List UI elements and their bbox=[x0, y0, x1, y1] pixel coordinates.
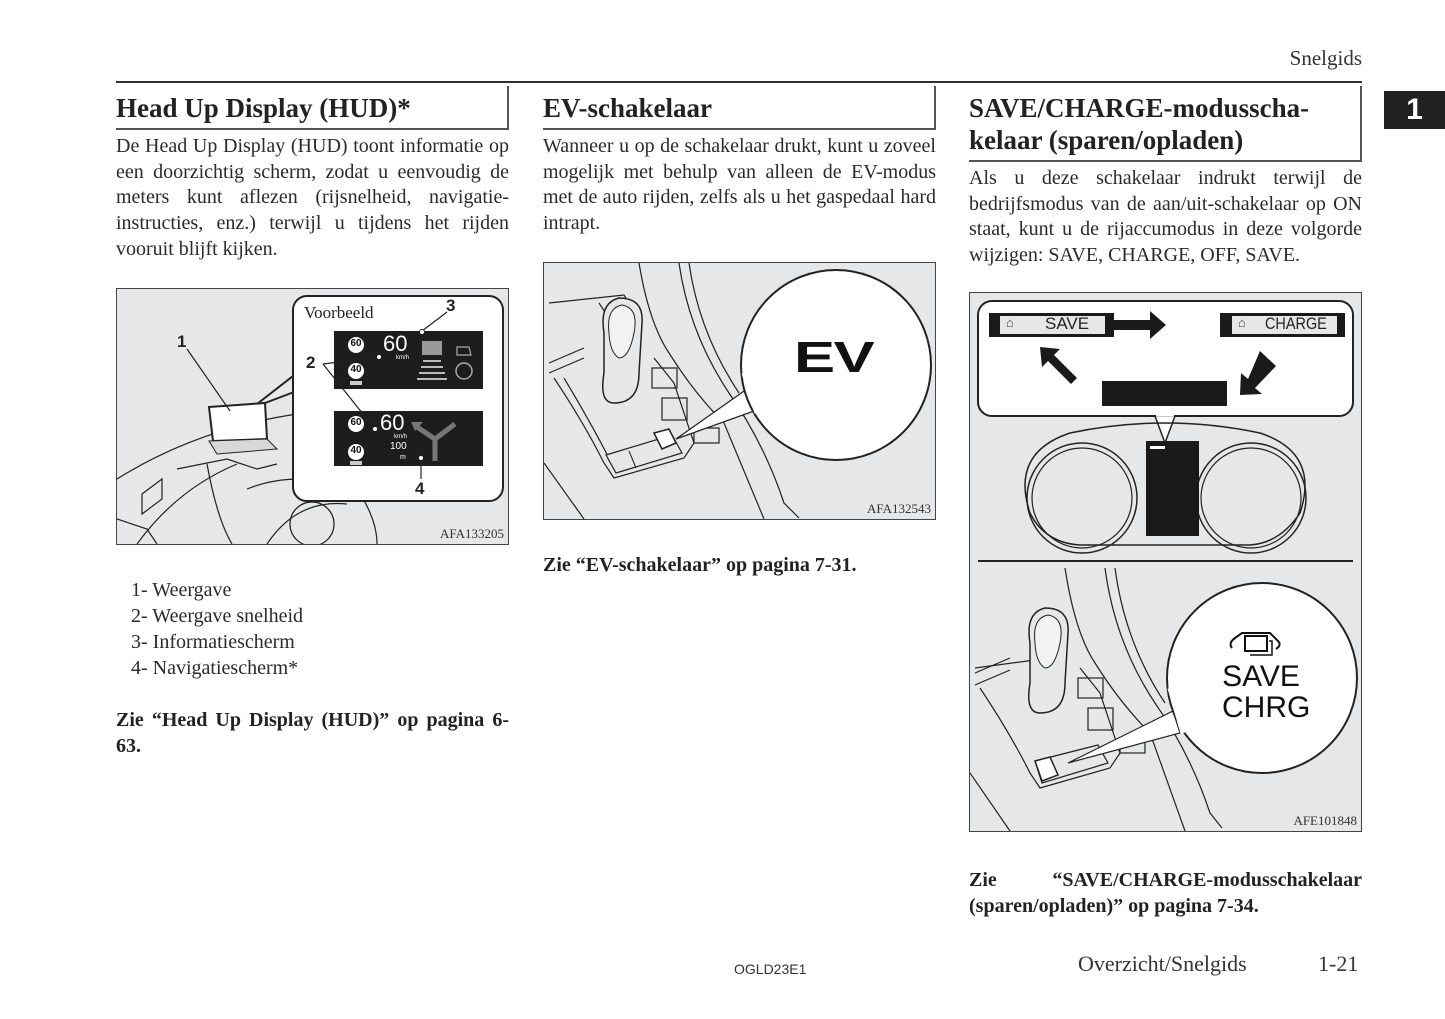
section-ev: EV-schakelaar Wanneer u op de schakelaar… bbox=[543, 86, 936, 237]
section-body: Als u deze schakelaar indrukt terwijl de… bbox=[969, 167, 1362, 267]
inset-label: Voorbeeld bbox=[304, 303, 374, 322]
figure-save-charge: SAVE CHARGE ⌂ ⌂ SAVE CHRG AFE101848 bbox=[969, 292, 1362, 832]
callout-1: 1 bbox=[177, 332, 187, 351]
hud-speed: 60 bbox=[383, 331, 408, 356]
legend-item: 4- Navigatiescherm* bbox=[131, 657, 299, 679]
hud-speed-unit: km/h bbox=[394, 434, 408, 440]
car-battery-icon: ⌂ bbox=[1238, 315, 1246, 330]
hud-speed: 60 bbox=[380, 410, 405, 435]
figure-legend: 1- Weergave 2- Weergave snelheid 3- Info… bbox=[116, 577, 509, 681]
section-save-charge: SAVE/CHARGE-modusscha- kelaar (sparen/op… bbox=[969, 86, 1362, 269]
hud-illustration bbox=[117, 295, 504, 544]
document-code: OGLD23E1 bbox=[734, 961, 807, 977]
save-charge-illustration bbox=[970, 300, 1358, 831]
top-rule bbox=[116, 81, 1362, 83]
figure-code: AFA133205 bbox=[439, 526, 504, 541]
figure-code: AFA132543 bbox=[866, 501, 931, 516]
section-body: De Head Up Display (HUD) toont informati… bbox=[116, 135, 509, 260]
save-charge-switch-label: SAVE CHRG bbox=[1222, 660, 1311, 724]
limit-sign: 60 bbox=[350, 417, 362, 428]
legend-item: 2- Weergave snelheid bbox=[131, 605, 304, 627]
section-body: Wanneer u op de schakelaar drukt, kunt u… bbox=[543, 135, 936, 235]
car-battery-icon: ⌂ bbox=[1006, 315, 1014, 330]
page-reference-link[interactable]: Zie “Head Up Display (HUD)” op pagina 6-… bbox=[116, 709, 509, 757]
section-title: SAVE/CHARGE-modusscha- kelaar (sparen/op… bbox=[969, 86, 1362, 162]
callout-2: 2 bbox=[306, 353, 316, 372]
section-title: Head Up Display (HUD)* bbox=[116, 86, 509, 130]
chapter-tab: 1 bbox=[1384, 91, 1445, 129]
section-title-line: kelaar (sparen/opladen) bbox=[969, 125, 1244, 155]
nav-distance-unit: m bbox=[400, 454, 406, 461]
section-title: EV-schakelaar bbox=[543, 86, 936, 130]
mode-charge-label: CHARGE bbox=[1265, 314, 1327, 333]
running-head: Snelgids bbox=[1289, 46, 1362, 70]
callout-4: 4 bbox=[415, 479, 425, 498]
legend-item: 3- Informatiescherm bbox=[131, 631, 295, 653]
ev-console-illustration bbox=[544, 263, 932, 519]
next-limit-sign: 40 bbox=[350, 364, 362, 375]
nav-distance: 100 bbox=[390, 441, 407, 452]
section-hud: Head Up Display (HUD)* De Head Up Displa… bbox=[116, 86, 509, 263]
next-limit-sign: 40 bbox=[350, 445, 362, 456]
mode-save-label: SAVE bbox=[1045, 314, 1090, 333]
limit-sign: 60 bbox=[350, 338, 362, 349]
ev-switch-label: EV bbox=[794, 333, 875, 382]
figure-hud: Voorbeeld 1 2 3 4 60 40 60 km/h 60 40 60… bbox=[116, 288, 509, 545]
switch-label-line: SAVE bbox=[1222, 660, 1300, 693]
section-title-line: SAVE/CHARGE-modusscha- bbox=[969, 93, 1310, 123]
page-number: 1-21 bbox=[1318, 951, 1359, 976]
page-reference-link[interactable]: Zie “EV-schakelaar” op pagina 7-31. bbox=[543, 554, 857, 576]
page-reference-link[interactable]: Zie “SAVE/CHARGE-modusschakelaar (sparen… bbox=[969, 869, 1362, 917]
figure-ev-switch: EV AFA132543 bbox=[543, 262, 936, 520]
figure-code: AFE101848 bbox=[1293, 813, 1357, 828]
callout-3: 3 bbox=[446, 296, 456, 315]
switch-label-line: CHRG bbox=[1222, 691, 1311, 724]
legend-item: 1- Weergave bbox=[131, 579, 232, 601]
footer-section-title: Overzicht/Snelgids bbox=[1078, 951, 1247, 976]
hud-speed-unit: km/h bbox=[396, 355, 410, 361]
